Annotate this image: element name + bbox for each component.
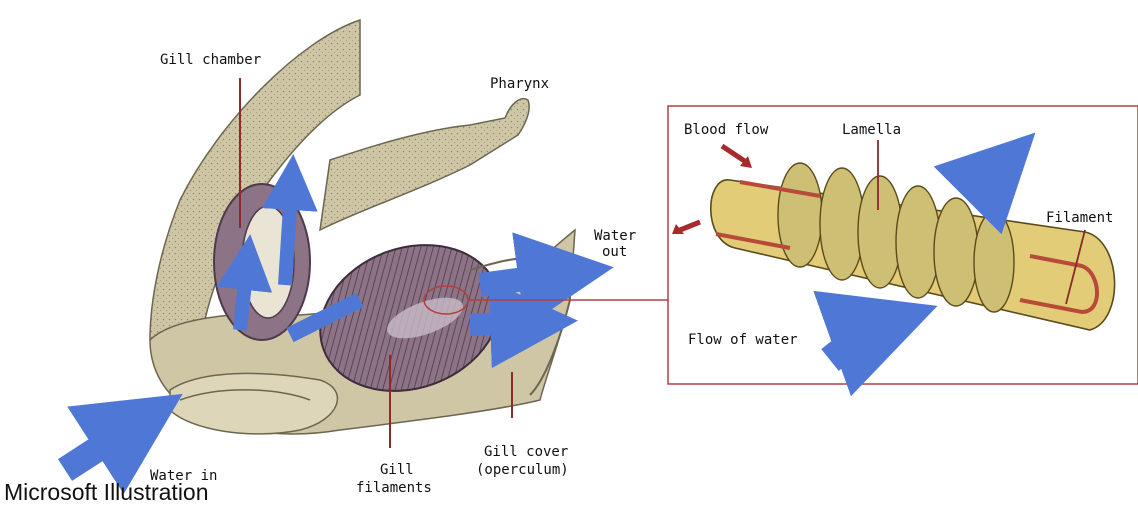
label-flow-of-water: Flow of water: [688, 332, 798, 348]
label-gill-filaments-line1: Gill: [380, 462, 414, 478]
credit-text: Microsoft Illustration: [4, 479, 209, 505]
pharynx-tongue: [320, 99, 529, 230]
label-water-out-line1: Water: [594, 228, 636, 244]
label-gill-cover-line2: (operculum): [476, 462, 569, 478]
water-flow-arrow-up-2: [285, 175, 292, 285]
label-lamella: Lamella: [842, 122, 901, 138]
water-in-arrow: [65, 415, 150, 470]
label-gill-filaments-line2: filaments: [356, 480, 432, 496]
water-out-arrow-2: [470, 322, 545, 325]
label-gill-cover-line1: Gill cover: [484, 444, 568, 460]
water-flow-arrow-up-1: [240, 255, 248, 330]
mouth-lip: [170, 373, 337, 433]
label-gill-chamber: Gill chamber: [160, 52, 261, 68]
label-blood-flow: Blood flow: [684, 122, 769, 138]
label-water-out-line2: out: [602, 244, 627, 260]
label-filament: Filament: [1046, 210, 1113, 226]
water-out-arrow-1: [480, 272, 578, 285]
label-pharynx: Pharynx: [490, 76, 549, 92]
